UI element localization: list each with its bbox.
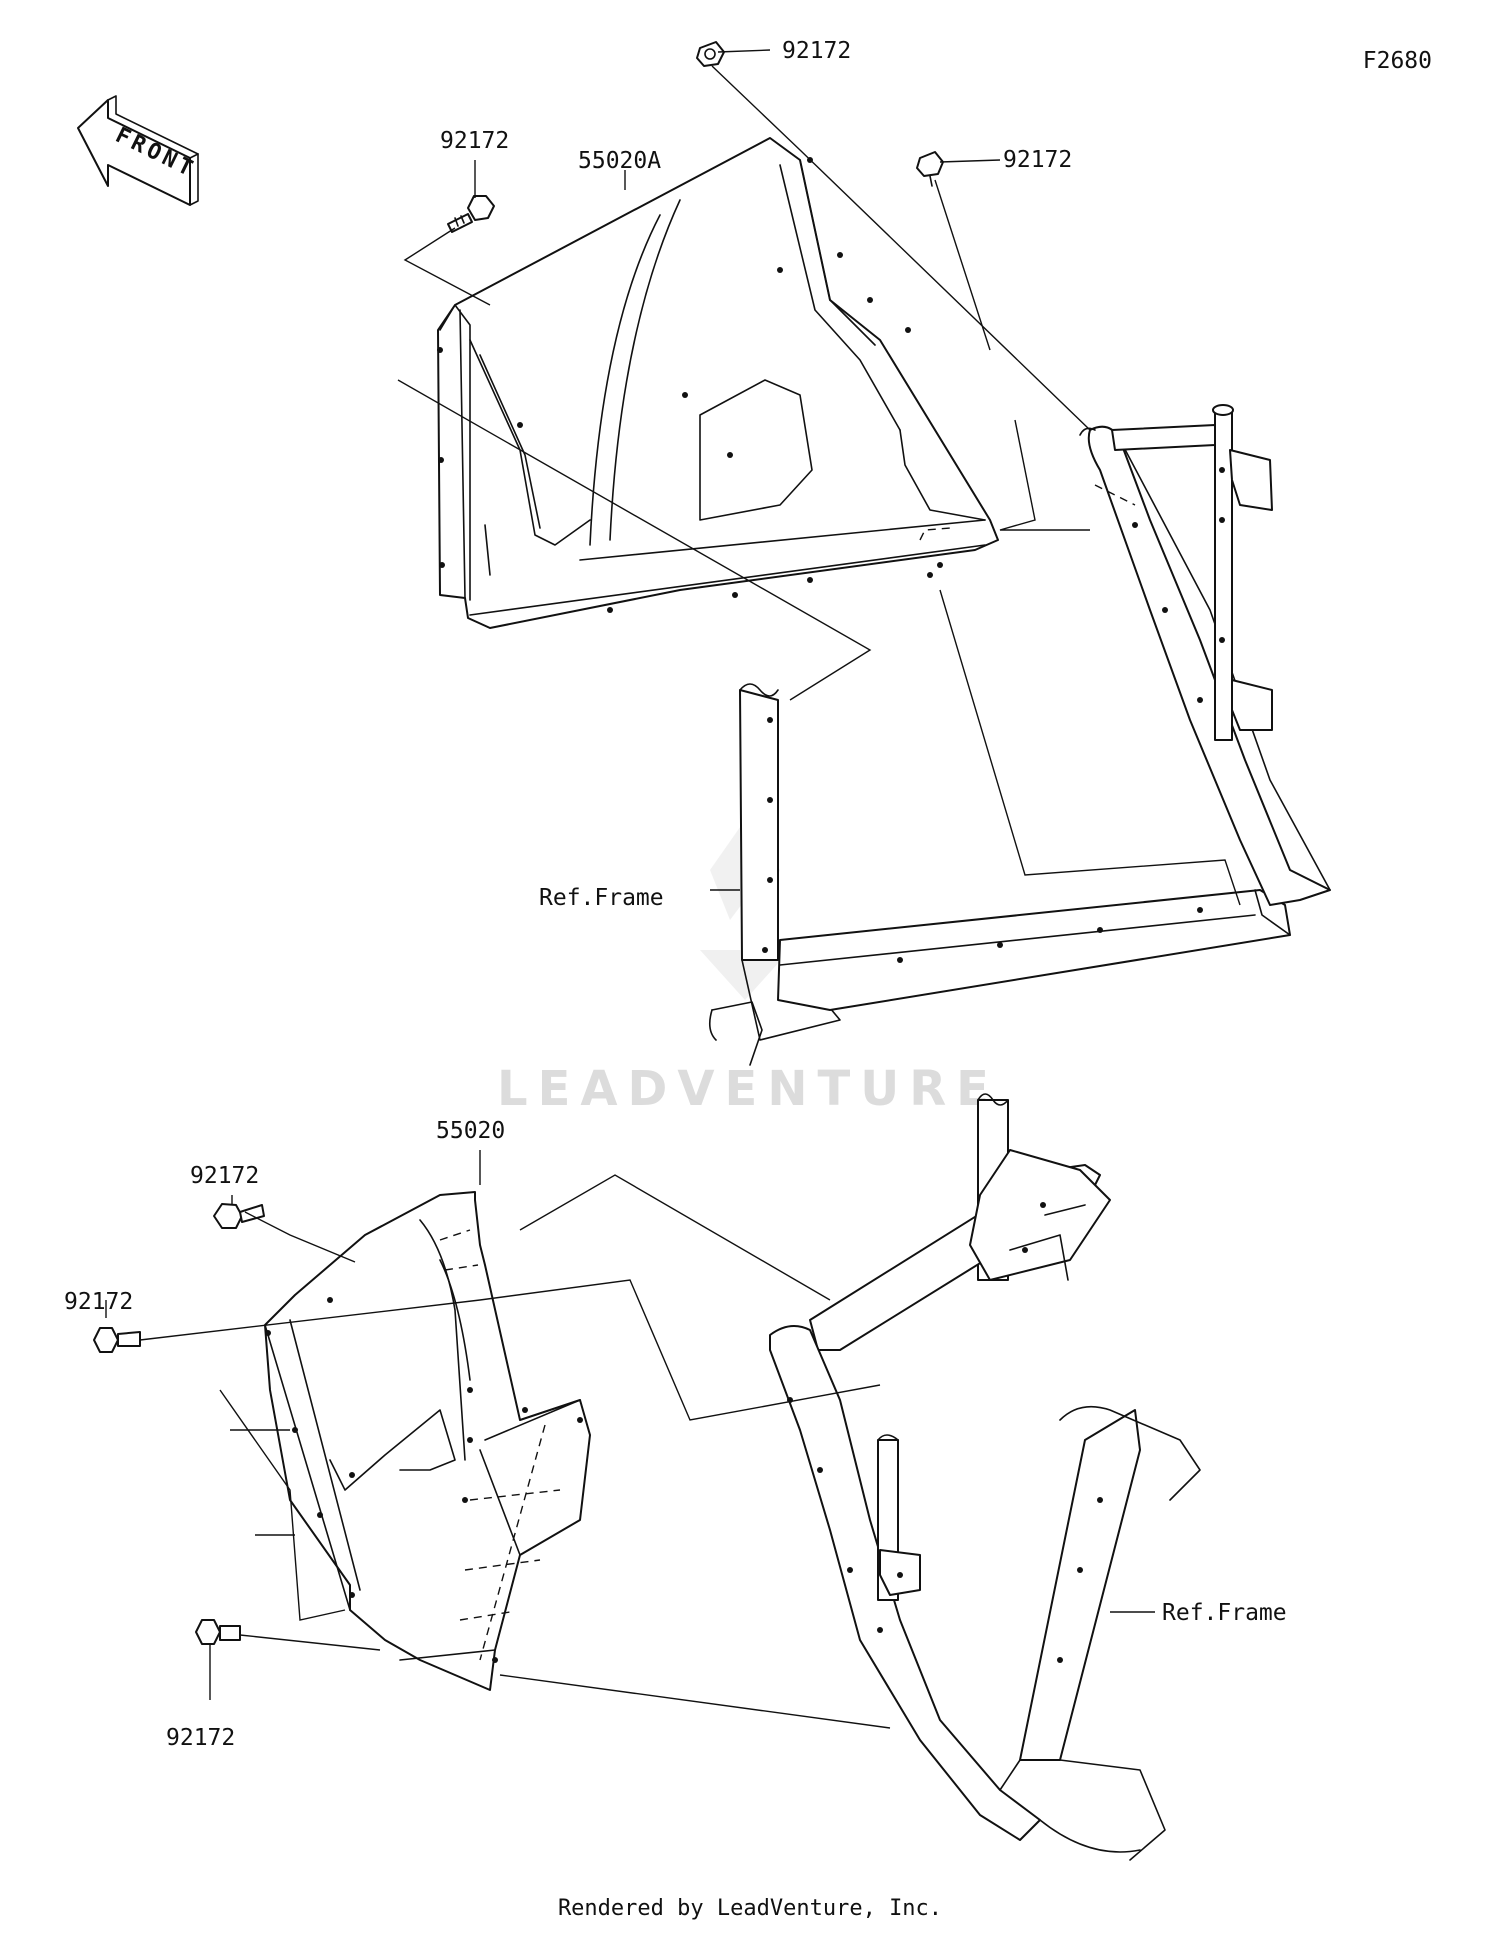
callout-55020a: 55020A bbox=[578, 148, 661, 174]
bolt-92172-lower-bottom bbox=[195, 1619, 241, 1645]
callout-92172-upper-left: 92172 bbox=[440, 128, 509, 154]
watermark-text: LEADVENTURE bbox=[497, 1061, 999, 1117]
lower-frame-holes bbox=[787, 1202, 1103, 1663]
figure-code: F2680 bbox=[1363, 48, 1432, 74]
upper-frame bbox=[708, 404, 1331, 1066]
panel-55020a bbox=[437, 137, 999, 629]
callout-92172-top-right: 92172 bbox=[1003, 147, 1072, 173]
panel-55020a-holes bbox=[437, 157, 943, 613]
callout-92172-top-center: 92172 bbox=[782, 38, 851, 64]
panel-55020-holes bbox=[265, 1297, 583, 1663]
callout-ref-frame-upper: Ref.Frame bbox=[539, 885, 664, 911]
lower-leader-lines bbox=[105, 1150, 1155, 1729]
bolt-92172-top-center bbox=[696, 41, 725, 67]
bolt-92172-top-right bbox=[916, 151, 944, 187]
callout-92172-lower-bottom: 92172 bbox=[166, 1725, 235, 1751]
callout-92172-lower-top: 92172 bbox=[190, 1163, 259, 1189]
lower-frame bbox=[769, 1093, 1201, 1861]
bolt-92172-lower-middle bbox=[93, 1327, 141, 1353]
front-arrow: FRONT bbox=[77, 95, 200, 206]
bolt-92172-lower-top bbox=[213, 1203, 265, 1229]
panel-55020 bbox=[264, 1191, 591, 1691]
bolt-92172-upper-left bbox=[447, 195, 495, 233]
callout-55020: 55020 bbox=[436, 1118, 505, 1144]
footer-credit: Rendered by LeadVenture, Inc. bbox=[557, 1896, 943, 1921]
callout-ref-frame-lower: Ref.Frame bbox=[1162, 1600, 1287, 1626]
upper-leader-lines bbox=[397, 49, 1241, 906]
callout-92172-lower-middle: 92172 bbox=[64, 1289, 133, 1315]
upper-frame-holes bbox=[762, 467, 1225, 963]
